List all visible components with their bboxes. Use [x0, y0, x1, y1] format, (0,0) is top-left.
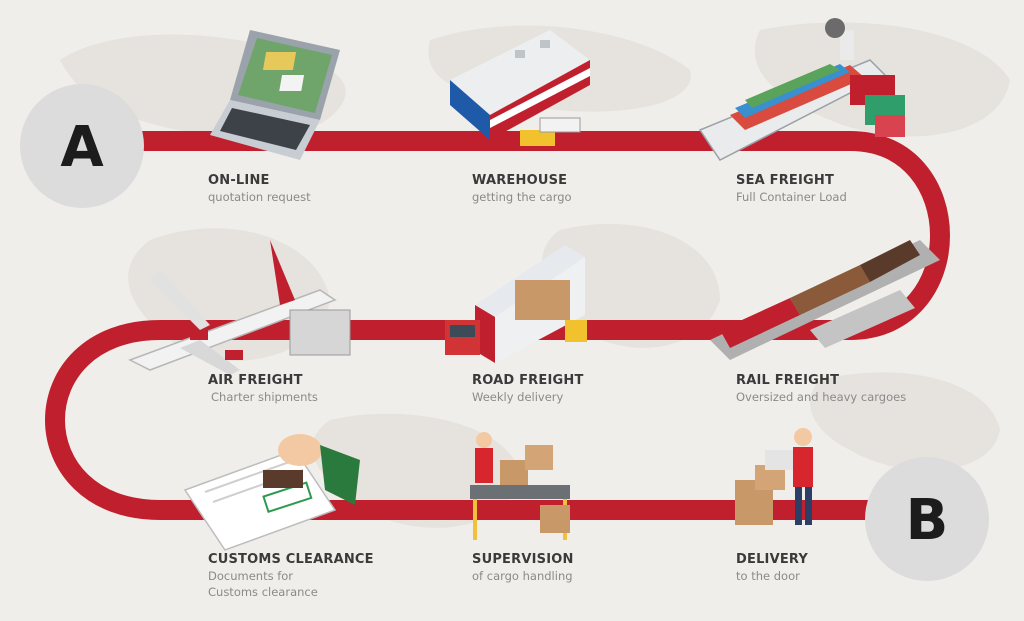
step-title: SEA FREIGHT — [736, 173, 835, 188]
step-title: ON-LINE — [208, 173, 270, 188]
end-badge-letter: B — [906, 488, 949, 553]
step-online: ON-LINE quotation request — [208, 172, 438, 205]
conveyor-worker-icon — [470, 432, 570, 540]
step-customs-clearance: CUSTOMS CLEARANCE Documents for Customs … — [208, 551, 438, 600]
route-path — [45, 131, 950, 520]
step-subtitle: Full Container Load — [736, 190, 847, 204]
warehouse-icon — [450, 30, 590, 146]
step-subtitle: quotation request — [208, 190, 311, 204]
step-delivery: DELIVERY to the door — [736, 551, 966, 584]
end-badge: B — [865, 457, 989, 581]
step-title: AIR FREIGHT — [208, 373, 303, 388]
start-badge-letter: A — [60, 115, 104, 180]
approved-stamp-icon — [183, 434, 360, 551]
step-sea-freight: SEA FREIGHT Full Container Load — [736, 172, 966, 205]
step-subtitle: of cargo handling — [472, 569, 573, 583]
delivery-worker-icon — [735, 428, 813, 525]
step-subtitle: Charter shipments — [211, 390, 318, 404]
step-air-freight: AIR FREIGHT Charter shipments — [208, 372, 438, 405]
train-icon — [710, 240, 940, 360]
laptop-icon — [210, 30, 340, 160]
step-subtitle: Documents for Customs clearance — [208, 569, 318, 599]
step-title: CUSTOMS CLEARANCE — [208, 552, 374, 567]
step-supervision: SUPERVISION of cargo handling — [472, 551, 702, 584]
step-warehouse: WAREHOUSE getting the cargo — [472, 172, 702, 205]
step-title: WAREHOUSE — [472, 173, 568, 188]
step-title: SUPERVISION — [472, 552, 574, 567]
airplane-icon — [128, 240, 351, 375]
step-subtitle: Oversized and heavy cargoes — [736, 390, 907, 404]
step-title: RAIL FREIGHT — [736, 373, 840, 388]
container-ship-icon — [698, 18, 905, 161]
step-subtitle: Weekly delivery — [472, 390, 564, 404]
start-badge: A — [20, 84, 144, 208]
step-title: DELIVERY — [736, 552, 809, 567]
step-road-freight: ROAD FREIGHT Weekly delivery — [472, 372, 702, 405]
step-title: ROAD FREIGHT — [472, 373, 584, 388]
step-rail-freight: RAIL FREIGHT Oversized and heavy cargoes — [736, 372, 966, 405]
truck-icon — [445, 245, 587, 363]
step-subtitle: getting the cargo — [472, 190, 572, 204]
step-subtitle: to the door — [736, 569, 800, 583]
